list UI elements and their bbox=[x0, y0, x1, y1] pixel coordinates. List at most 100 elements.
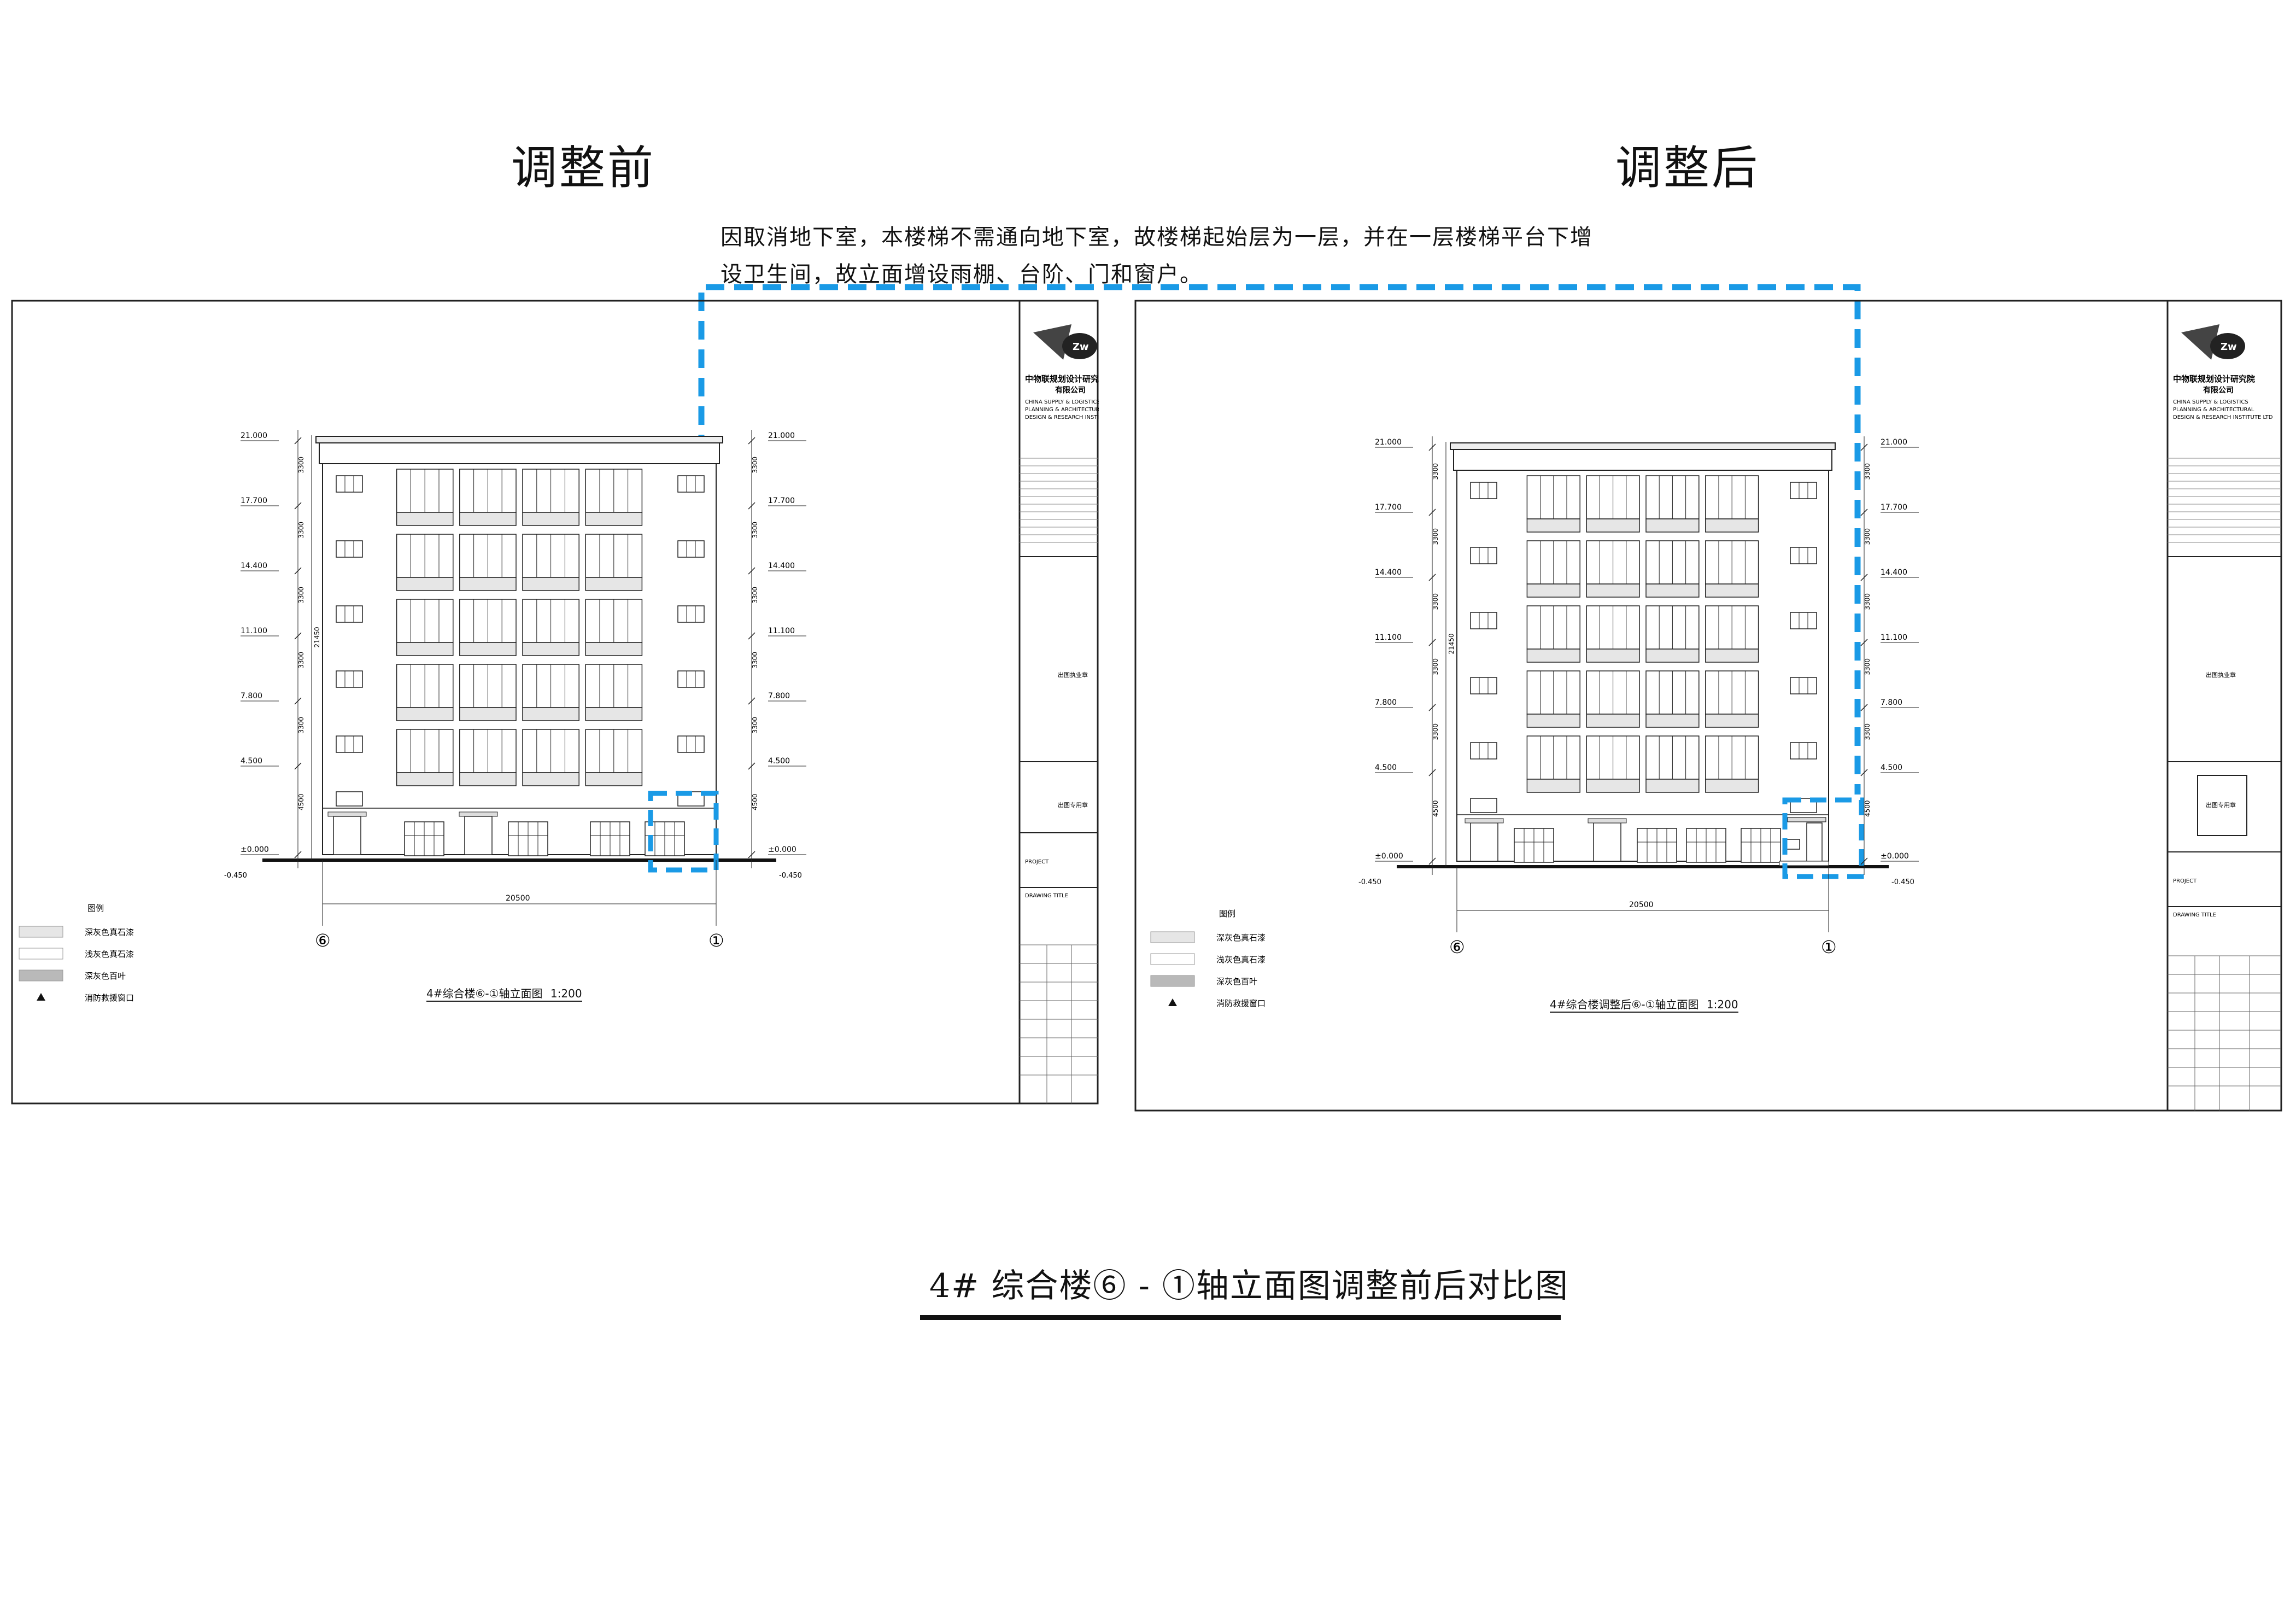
balcony-rail bbox=[1705, 649, 1759, 663]
legend-swatch bbox=[1150, 975, 1195, 987]
level-mark: 21.000 bbox=[241, 431, 267, 440]
company-name-en-3: DESIGN & RESEARCH INSTITUTE LTD bbox=[1025, 414, 1099, 420]
segment-dimension: 3300 bbox=[1864, 723, 1871, 740]
legend-swatch bbox=[1150, 953, 1195, 965]
balcony-rail bbox=[1526, 518, 1580, 533]
segment-dimension: 4500 bbox=[297, 793, 305, 810]
segment-dimension: 3300 bbox=[751, 457, 759, 474]
level-mark: 14.400 bbox=[768, 562, 795, 570]
legend-swatch bbox=[1168, 998, 1177, 1006]
side-window bbox=[677, 475, 705, 493]
stamp-label: 出图执业章 bbox=[2206, 671, 2236, 679]
dimension-tick bbox=[294, 632, 302, 640]
legend-label: 深灰色真石漆 bbox=[85, 927, 134, 937]
balcony-rail bbox=[1645, 779, 1700, 793]
facade-outline bbox=[322, 463, 717, 855]
legend-title: 图例 bbox=[1219, 909, 1235, 919]
logo-letters: Zw bbox=[1073, 341, 1089, 353]
segment-dimension: 4500 bbox=[751, 793, 759, 810]
axis-label: ⑥ bbox=[315, 930, 331, 951]
side-window bbox=[1790, 677, 1817, 694]
width-dimension: 20500 bbox=[1629, 901, 1654, 909]
side-window bbox=[677, 735, 705, 753]
balcony-rail bbox=[1586, 714, 1640, 728]
company-name-en-2: PLANNING & ARCHITECTURAL bbox=[2173, 407, 2254, 413]
segment-dimension: 3300 bbox=[297, 717, 305, 734]
company-name-en-1: CHINA SUPPLY & LOGISTICS bbox=[2173, 399, 2248, 405]
legend-label: 深灰色百叶 bbox=[1216, 977, 1257, 986]
legend-label: 深灰色真石漆 bbox=[1216, 933, 1266, 943]
building-elevation bbox=[1397, 442, 1889, 868]
heading-before: 调整前 bbox=[511, 141, 656, 195]
side-window bbox=[1790, 742, 1817, 760]
company-name-en-3: DESIGN & RESEARCH INSTITUTE LTD bbox=[2173, 414, 2273, 420]
segment-dimension: 3300 bbox=[1432, 528, 1439, 545]
drawing-title-label: DRAWING TITLE bbox=[2173, 912, 2216, 918]
dimension-tick bbox=[1428, 509, 1436, 516]
dimension-tick bbox=[748, 567, 755, 575]
drawing-caption: 4#综合楼调整后⑥-①轴立面图 1:200 bbox=[1550, 996, 1738, 1013]
segment-dimension: 3300 bbox=[1864, 528, 1871, 545]
segment-dimension: 3300 bbox=[1432, 723, 1439, 740]
logo-letters: Zw bbox=[2221, 341, 2237, 353]
segment-dimension: 3300 bbox=[751, 522, 759, 539]
level-mark: -0.450 bbox=[1891, 878, 1914, 886]
legend-label: 浅灰色真石漆 bbox=[1216, 955, 1266, 965]
change-highlight-box bbox=[648, 791, 719, 873]
segment-dimension: 3300 bbox=[1864, 658, 1871, 675]
dimension-tick bbox=[294, 567, 302, 575]
level-mark: 7.800 bbox=[768, 692, 790, 700]
level-mark: 17.700 bbox=[768, 496, 795, 505]
level-mark: 14.400 bbox=[1881, 568, 1907, 577]
level-mark: ±0.000 bbox=[241, 845, 269, 854]
building-elevation bbox=[262, 436, 776, 862]
dimension-tick bbox=[1428, 857, 1436, 865]
legend-swatch bbox=[19, 926, 63, 938]
level-mark: 21.000 bbox=[1375, 438, 1402, 447]
segment-dimension: 3300 bbox=[1432, 658, 1439, 675]
level-mark: 4.500 bbox=[241, 757, 262, 766]
segment-dimension: 3300 bbox=[1432, 593, 1439, 610]
segment-dimension: 3300 bbox=[751, 652, 759, 669]
logo-globe bbox=[2210, 333, 2245, 359]
legend-swatch bbox=[1150, 931, 1195, 943]
segment-dimension: 3300 bbox=[297, 457, 305, 474]
dimension-tick bbox=[1860, 857, 1868, 865]
balcony-rail bbox=[522, 772, 579, 786]
logo-mark bbox=[2181, 324, 2219, 360]
balcony-rail bbox=[459, 707, 517, 721]
company-name-cn: 中物联规划设计研究院 bbox=[2173, 374, 2255, 384]
new-steps bbox=[1779, 861, 1829, 866]
comparison-caption: 4# 综合楼⑥ - ①轴立面图调整前后对比图 bbox=[929, 1267, 1569, 1305]
dimension-tick bbox=[1428, 443, 1436, 451]
side-window bbox=[1470, 612, 1497, 629]
entrance-door bbox=[1470, 822, 1498, 862]
balcony-rail bbox=[1526, 583, 1580, 598]
balcony-rail bbox=[1645, 714, 1700, 728]
balcony-rail bbox=[585, 577, 643, 591]
dimension-tick bbox=[1428, 639, 1436, 646]
seal-label: 出图专用章 bbox=[2206, 801, 2236, 809]
level-mark: ±0.000 bbox=[1375, 852, 1403, 861]
side-window bbox=[336, 670, 363, 688]
side-window bbox=[336, 605, 363, 623]
dimension-tick bbox=[294, 697, 302, 705]
facade-outline bbox=[1456, 470, 1829, 862]
side-window bbox=[336, 475, 363, 493]
new-canopy bbox=[1787, 817, 1826, 822]
company-logo: Zw bbox=[1033, 324, 1097, 360]
legend-title: 图例 bbox=[87, 903, 104, 913]
balcony-rail bbox=[459, 772, 517, 786]
balcony-rail bbox=[585, 707, 643, 721]
side-window bbox=[336, 540, 363, 558]
level-mark: 21.000 bbox=[1881, 438, 1907, 447]
balcony-rail bbox=[1705, 779, 1759, 793]
balcony-rail bbox=[1586, 583, 1640, 598]
heading-after: 调整后 bbox=[1615, 141, 1760, 195]
balcony-rail bbox=[459, 642, 517, 656]
company-name-en-2: PLANNING & ARCHITECTURAL bbox=[1025, 407, 1099, 413]
